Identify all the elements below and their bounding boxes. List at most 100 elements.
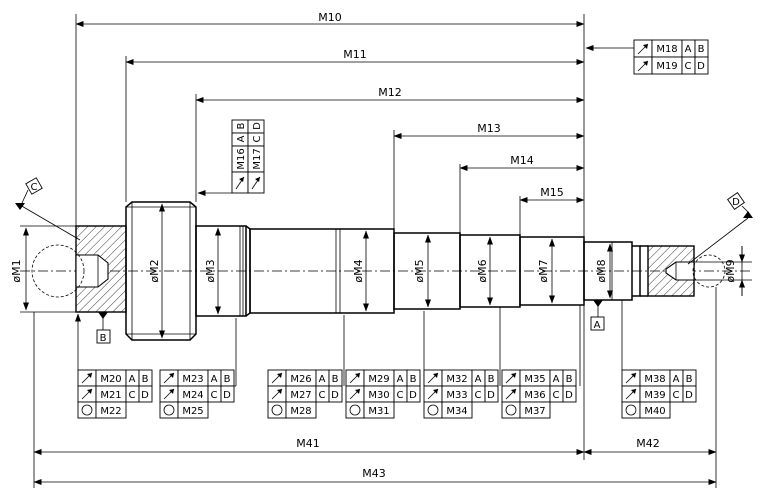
- runout-arrow-icon: [637, 43, 649, 55]
- frame-ref: C: [673, 390, 680, 401]
- dia-m3: øM3: [204, 259, 217, 282]
- frame-ref: B: [698, 44, 705, 55]
- frame-ref: D: [331, 390, 339, 401]
- dia-m6: øM6: [476, 259, 489, 282]
- dia-m2: øM2: [148, 259, 161, 282]
- frame-ref: C: [475, 390, 482, 401]
- circle-icon: [625, 404, 637, 416]
- dim-m14: M14: [510, 154, 534, 167]
- frame-g2-m24: M24: [182, 390, 203, 401]
- frame-ref: D: [685, 390, 693, 401]
- dia-m4: øM4: [352, 259, 365, 282]
- dia-m8: øM8: [595, 259, 608, 282]
- frame-ref: C: [553, 390, 560, 401]
- frame-g4-m30: M30: [368, 390, 389, 401]
- frame-group-7: M38 A B M39 C D M40: [621, 300, 697, 419]
- frame-ref: B: [566, 374, 573, 385]
- frame-vertical-m17: M17: [252, 148, 263, 169]
- runout-arrow-icon: [505, 388, 517, 400]
- frame-g7-m40: M40: [644, 406, 665, 417]
- runout-arrow-icon: [625, 388, 637, 400]
- frame-ref: D: [487, 390, 495, 401]
- frame-ref: A: [673, 374, 680, 385]
- frame-ref: C: [129, 390, 136, 401]
- frame-ref: A: [319, 374, 326, 385]
- dia-m1: øM1: [10, 259, 23, 282]
- datum-b-label: B: [100, 333, 107, 344]
- runout-arrow-icon: [625, 372, 637, 384]
- frame-g3-m27: M27: [290, 390, 311, 401]
- frame-ref: A: [475, 374, 482, 385]
- frame-ref: D: [252, 122, 263, 130]
- datum-a-label: A: [594, 320, 601, 331]
- right-center-ball: [692, 254, 726, 288]
- frame-top-m18: M18: [656, 44, 677, 55]
- frame-g6-m35: M35: [524, 374, 545, 385]
- dim-m12: M12: [378, 86, 402, 99]
- dim-m42: M42: [636, 437, 660, 450]
- frame-ref: D: [141, 390, 149, 401]
- dia-m7: øM7: [537, 259, 550, 282]
- frame-ref: C: [319, 390, 326, 401]
- frame-g4-m29: M29: [368, 374, 389, 385]
- runout-arrow-icon: [271, 372, 283, 384]
- datum-d: D: [687, 192, 753, 265]
- frame-ref: B: [224, 374, 231, 385]
- frame-group-5: M32 A B M33 C D M34: [423, 307, 501, 419]
- frame-ref: D: [565, 390, 573, 401]
- circle-icon: [163, 404, 175, 416]
- frame-g5-m32: M32: [446, 374, 467, 385]
- dim-m10: M10: [318, 11, 342, 24]
- circle-icon: [349, 404, 361, 416]
- frame-g2-m25: M25: [182, 406, 203, 417]
- frame-g7-m38: M38: [644, 374, 665, 385]
- frame-group-4: M29 A B M30 C D M31: [345, 311, 425, 419]
- frame-g5-m33: M33: [446, 390, 467, 401]
- frame-ref: A: [211, 374, 218, 385]
- frame-ref: B: [332, 374, 339, 385]
- section-m3: [195, 225, 247, 317]
- frame-ref: A: [397, 374, 404, 385]
- frame-g1-m21: M21: [100, 390, 121, 401]
- dim-m15: M15: [540, 186, 564, 199]
- frame-top: M18 A B M19 C D: [585, 39, 709, 75]
- runout-arrow-icon: [163, 372, 175, 384]
- datum-a: A: [590, 300, 605, 331]
- dia-m5: øM5: [413, 259, 426, 282]
- runout-arrow-icon: [81, 372, 93, 384]
- frame-ref: C: [211, 390, 218, 401]
- frame-group-1: M20 A B M21 C D M22: [75, 313, 153, 419]
- runout-arrow-icon: [349, 372, 361, 384]
- dim-m41: M41: [296, 437, 320, 450]
- frame-group-3: M26 A B M27 C D M28: [267, 315, 345, 419]
- frame-group-2: M23 A B M24 C D M25: [159, 318, 237, 419]
- frame-ref: D: [409, 390, 417, 401]
- circle-icon: [81, 404, 93, 416]
- horizontal-dims-bottom: M41 M42 M43: [33, 287, 717, 488]
- dim-m11: M11: [343, 48, 367, 61]
- frame-ref: C: [252, 135, 263, 142]
- frame-ref: A: [553, 374, 560, 385]
- frame-ref: A: [685, 44, 692, 55]
- frame-g3-m26: M26: [290, 374, 311, 385]
- datum-c: C: [15, 177, 81, 241]
- frame-ref: B: [410, 374, 417, 385]
- datum-d-label: D: [732, 197, 740, 208]
- frame-ref: A: [236, 135, 247, 142]
- shaft-body: [75, 201, 695, 341]
- frame-vertical-m16: M16: [236, 148, 247, 169]
- dia-m9: øM9: [724, 259, 737, 282]
- frame-ref: D: [223, 390, 231, 401]
- runout-arrow-icon: [427, 372, 439, 384]
- left-center-ball: [31, 244, 85, 298]
- frame-g1-m20: M20: [100, 374, 121, 385]
- frame-top-m19: M19: [656, 61, 677, 72]
- left-center-bore: [75, 254, 109, 288]
- frame-group-6: M35 A B M36 C D M37: [501, 305, 581, 419]
- datum-b: B: [96, 312, 111, 344]
- circle-icon: [427, 404, 439, 416]
- dim-m13: M13: [477, 122, 501, 135]
- frame-ref: C: [685, 61, 692, 72]
- frame-g2-m23: M23: [182, 374, 203, 385]
